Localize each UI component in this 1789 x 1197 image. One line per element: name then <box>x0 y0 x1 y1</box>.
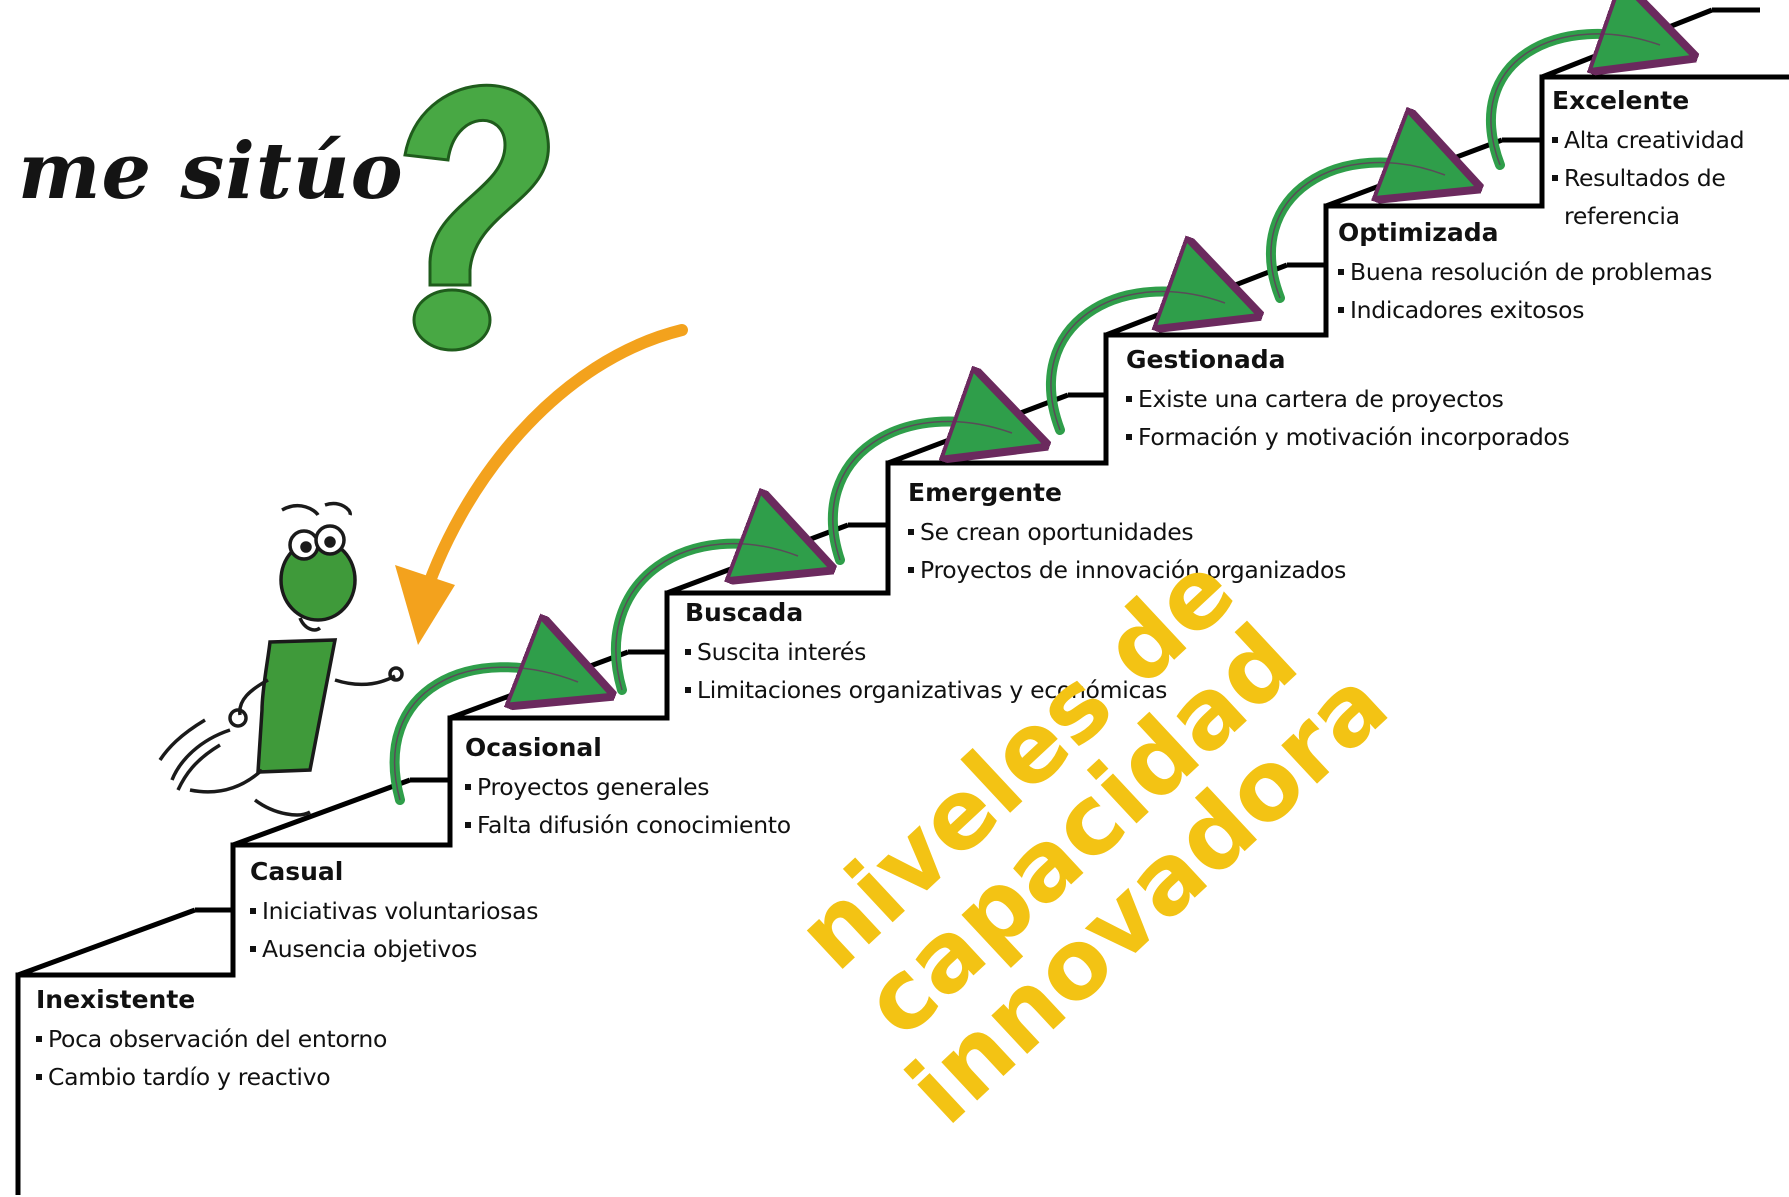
step-bullet: Existe una cartera de proyectos <box>1126 380 1569 418</box>
step-optimizada: Optimizada Buena resolución de problemas… <box>1338 218 1712 329</box>
step-bullet: Se crean oportunidades <box>908 513 1346 551</box>
orange-arrow <box>395 324 688 645</box>
step-title: Optimizada <box>1338 218 1499 247</box>
step-bullet: Buena resolución de problemas <box>1338 253 1712 291</box>
question-heading: me sitúo <box>18 126 404 217</box>
step-casual: Casual Iniciativas voluntariosas Ausenci… <box>250 857 538 968</box>
step-bullet: Alta creatividad <box>1552 121 1745 159</box>
step-emergente: Emergente Se crean oportunidades Proyect… <box>908 478 1346 589</box>
step-title: Inexistente <box>36 985 196 1014</box>
step-title: Buscada <box>685 598 804 627</box>
step-inexistente: Inexistente Poca observación del entorno… <box>36 985 387 1096</box>
step-bullet: Resultados de <box>1552 159 1744 197</box>
question-mark-icon <box>403 83 550 352</box>
step-bullet: Formación y motivación incorporados <box>1126 418 1570 456</box>
step-buscada: Buscada Suscita interés Limitaciones org… <box>685 598 1167 709</box>
stair-outline <box>15 74 1789 1195</box>
step-bullet-continuation: referencia <box>1564 202 1680 230</box>
step-title: Casual <box>250 857 344 886</box>
step-title: Emergente <box>908 478 1062 507</box>
step-bullet: Suscita interés <box>685 633 1167 671</box>
step-bullet: Limitaciones organizativas y económicas <box>685 671 1167 709</box>
step-excelente: Excelente Alta creatividad Resultados de… <box>1552 86 1745 235</box>
step-bullet: Poca observación del entorno <box>36 1020 387 1058</box>
step-title: Excelente <box>1552 86 1690 115</box>
step-ocasional: Ocasional Proyectos generales Falta difu… <box>465 733 791 844</box>
step-bullet: Proyectos de innovación organizados <box>908 551 1346 589</box>
step-title: Ocasional <box>465 733 602 762</box>
cartoon-figure-icon <box>158 502 404 817</box>
step-bullet: Proyectos generales <box>465 768 791 806</box>
step-bullet: Cambio tardío y reactivo <box>36 1058 387 1096</box>
step-gestionada: Gestionada Existe una cartera de proyect… <box>1126 345 1570 456</box>
step-bullet: Ausencia objetivos <box>250 930 538 968</box>
step-bullet: Indicadores exitosos <box>1338 291 1712 329</box>
step-title: Gestionada <box>1126 345 1286 374</box>
step-bullet: Falta difusión conocimiento <box>465 806 791 844</box>
step-bullet: Iniciativas voluntariosas <box>250 892 538 930</box>
